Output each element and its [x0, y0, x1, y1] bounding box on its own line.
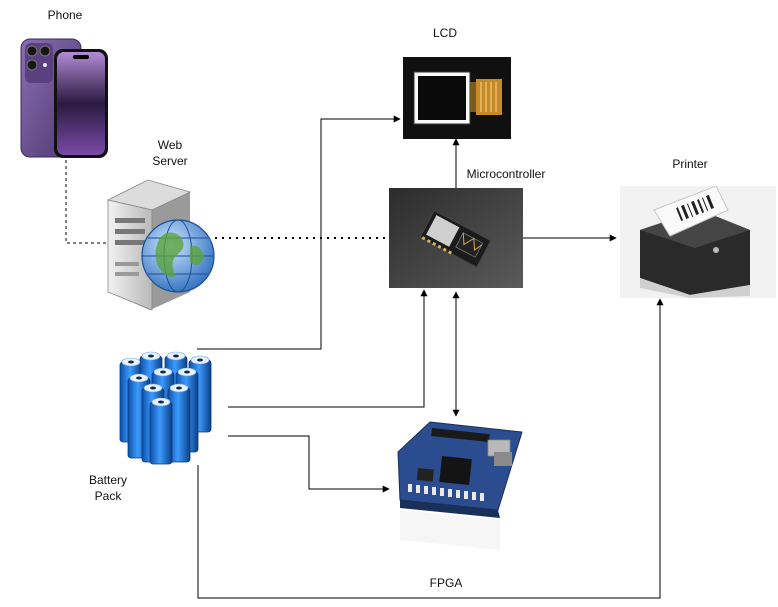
- web-server-label: Web Server: [140, 137, 200, 169]
- phone-label: Phone: [47, 8, 83, 22]
- battery-pack-label: Battery Pack: [78, 472, 138, 504]
- web-server-label-line1: Web: [157, 138, 183, 152]
- smartphone-icon: [20, 38, 108, 158]
- fpga-label: FPGA: [429, 576, 463, 590]
- battery-pack-label-line2: Pack: [94, 489, 122, 503]
- lcd-display-icon: [403, 57, 511, 139]
- microcontroller-label: Microcontroller: [466, 167, 546, 181]
- battery-to-microcontroller-arrow: [228, 289, 428, 408]
- printer-label: Printer: [672, 157, 708, 171]
- thermal-printer-icon: [620, 185, 776, 298]
- web-server-icon: [106, 179, 215, 311]
- microcontroller-board-icon: [389, 188, 523, 288]
- battery-pack-label-line1: Battery: [88, 473, 127, 487]
- battery-to-lcd-arrow: [197, 115, 401, 350]
- battery-to-printer-arrow: [197, 298, 664, 599]
- battery-to-fpga-arrow: [228, 435, 390, 493]
- battery-pack-icon: [119, 351, 212, 465]
- web-server-label-line2: Server: [152, 154, 188, 168]
- lcd-label: LCD: [432, 26, 457, 40]
- fpga-board-icon: [397, 421, 523, 550]
- phone-server-dashed-link: [65, 160, 110, 244]
